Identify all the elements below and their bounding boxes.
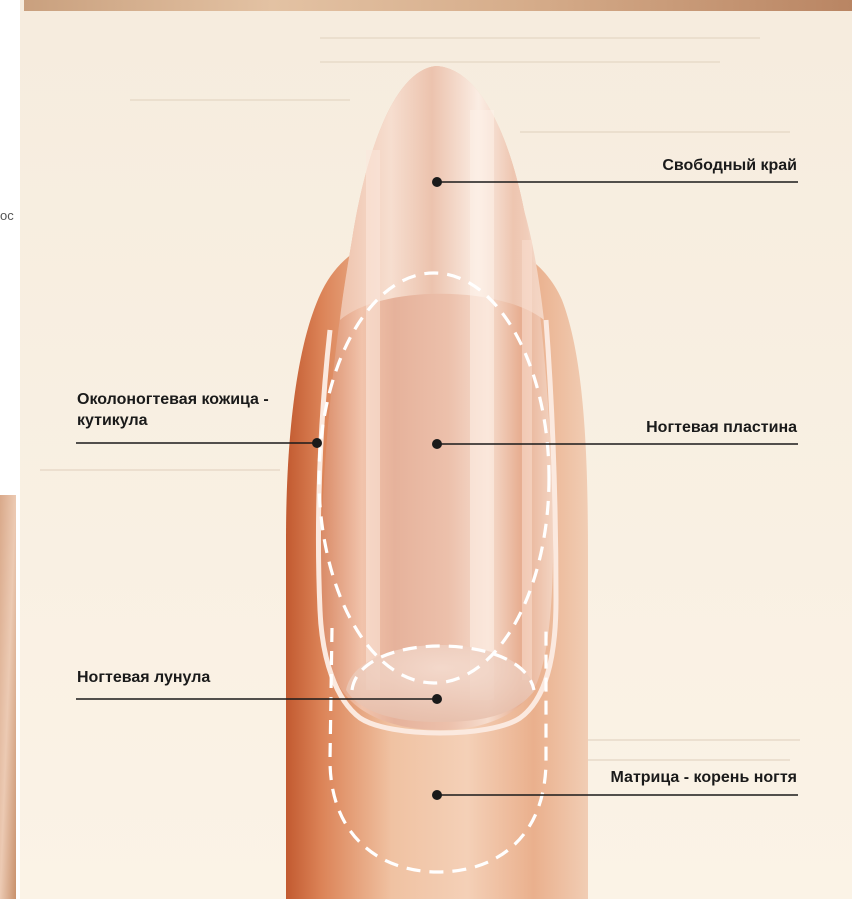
label-matrix: Матрица - корень ногтя [611,769,797,786]
left-photo-fragment [0,495,16,899]
label-lunula: Ногтевая лунула [77,669,210,686]
clipped-left-text: ос [0,208,14,223]
top-photo-strip [24,0,852,11]
label-cuticle-line2: кутикула [77,412,148,429]
label-cuticle-line1: Околоногтевая кожица - [77,391,269,408]
label-nail-plate: Ногтевая пластина [646,419,797,436]
label-free-edge: Свободный край [662,157,797,174]
